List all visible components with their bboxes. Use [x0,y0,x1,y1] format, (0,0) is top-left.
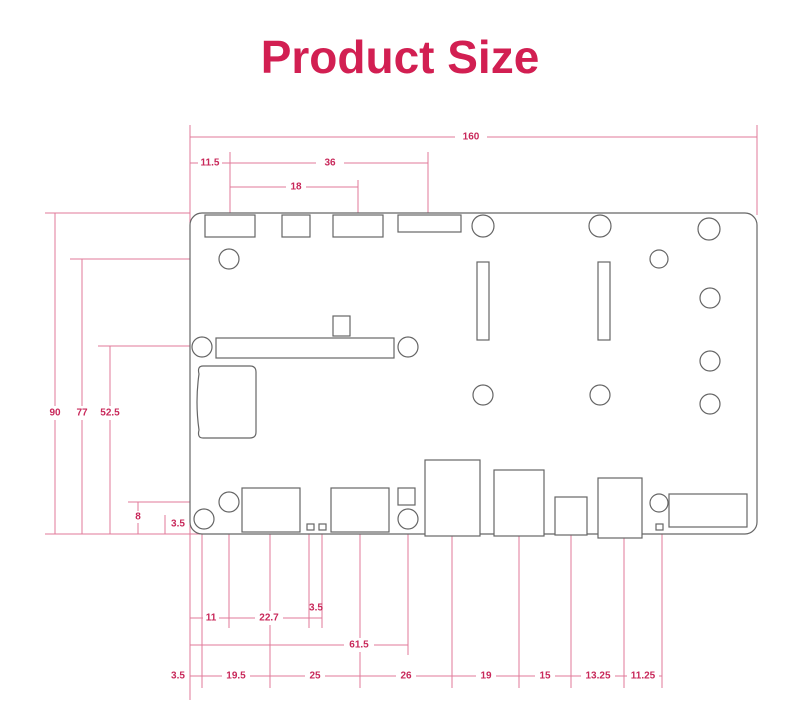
dim-bottom-25: 25 [309,671,321,682]
dim-bottom-19: 19 [480,671,492,682]
dim-bottom-15: 15 [539,671,551,682]
dim-bottom-11-25: 11.25 [631,671,656,682]
dim-bottom-13-25: 13.25 [585,671,610,682]
dim-11-5: 11.5 [201,158,220,169]
dim-bottom-26: 26 [400,671,412,682]
dim-36: 36 [324,158,336,169]
dim-61-5: 61.5 [349,640,369,651]
board-outline [189,212,758,539]
dim-22-7: 22.7 [259,613,279,624]
dim-18: 18 [290,182,302,193]
extension-lines [45,125,758,700]
dim-3-5-left: 3.5 [171,519,185,530]
dimension-labels: 160 11.5 36 18 90 77 52.5 8 3.5 11 22.7 … [44,130,659,683]
dim-77: 77 [76,408,88,419]
dim-8: 8 [135,512,141,523]
dim-160: 160 [463,132,480,143]
dim-3-5-mid: 3.5 [309,603,323,614]
dim-bottom-19-5: 19.5 [226,671,246,682]
dim-bottom-3-5: 3.5 [171,671,185,682]
dim-11: 11 [206,613,217,624]
dim-90: 90 [49,408,61,419]
dim-52-5: 52.5 [100,408,120,419]
page-title: Product Size [260,31,540,83]
